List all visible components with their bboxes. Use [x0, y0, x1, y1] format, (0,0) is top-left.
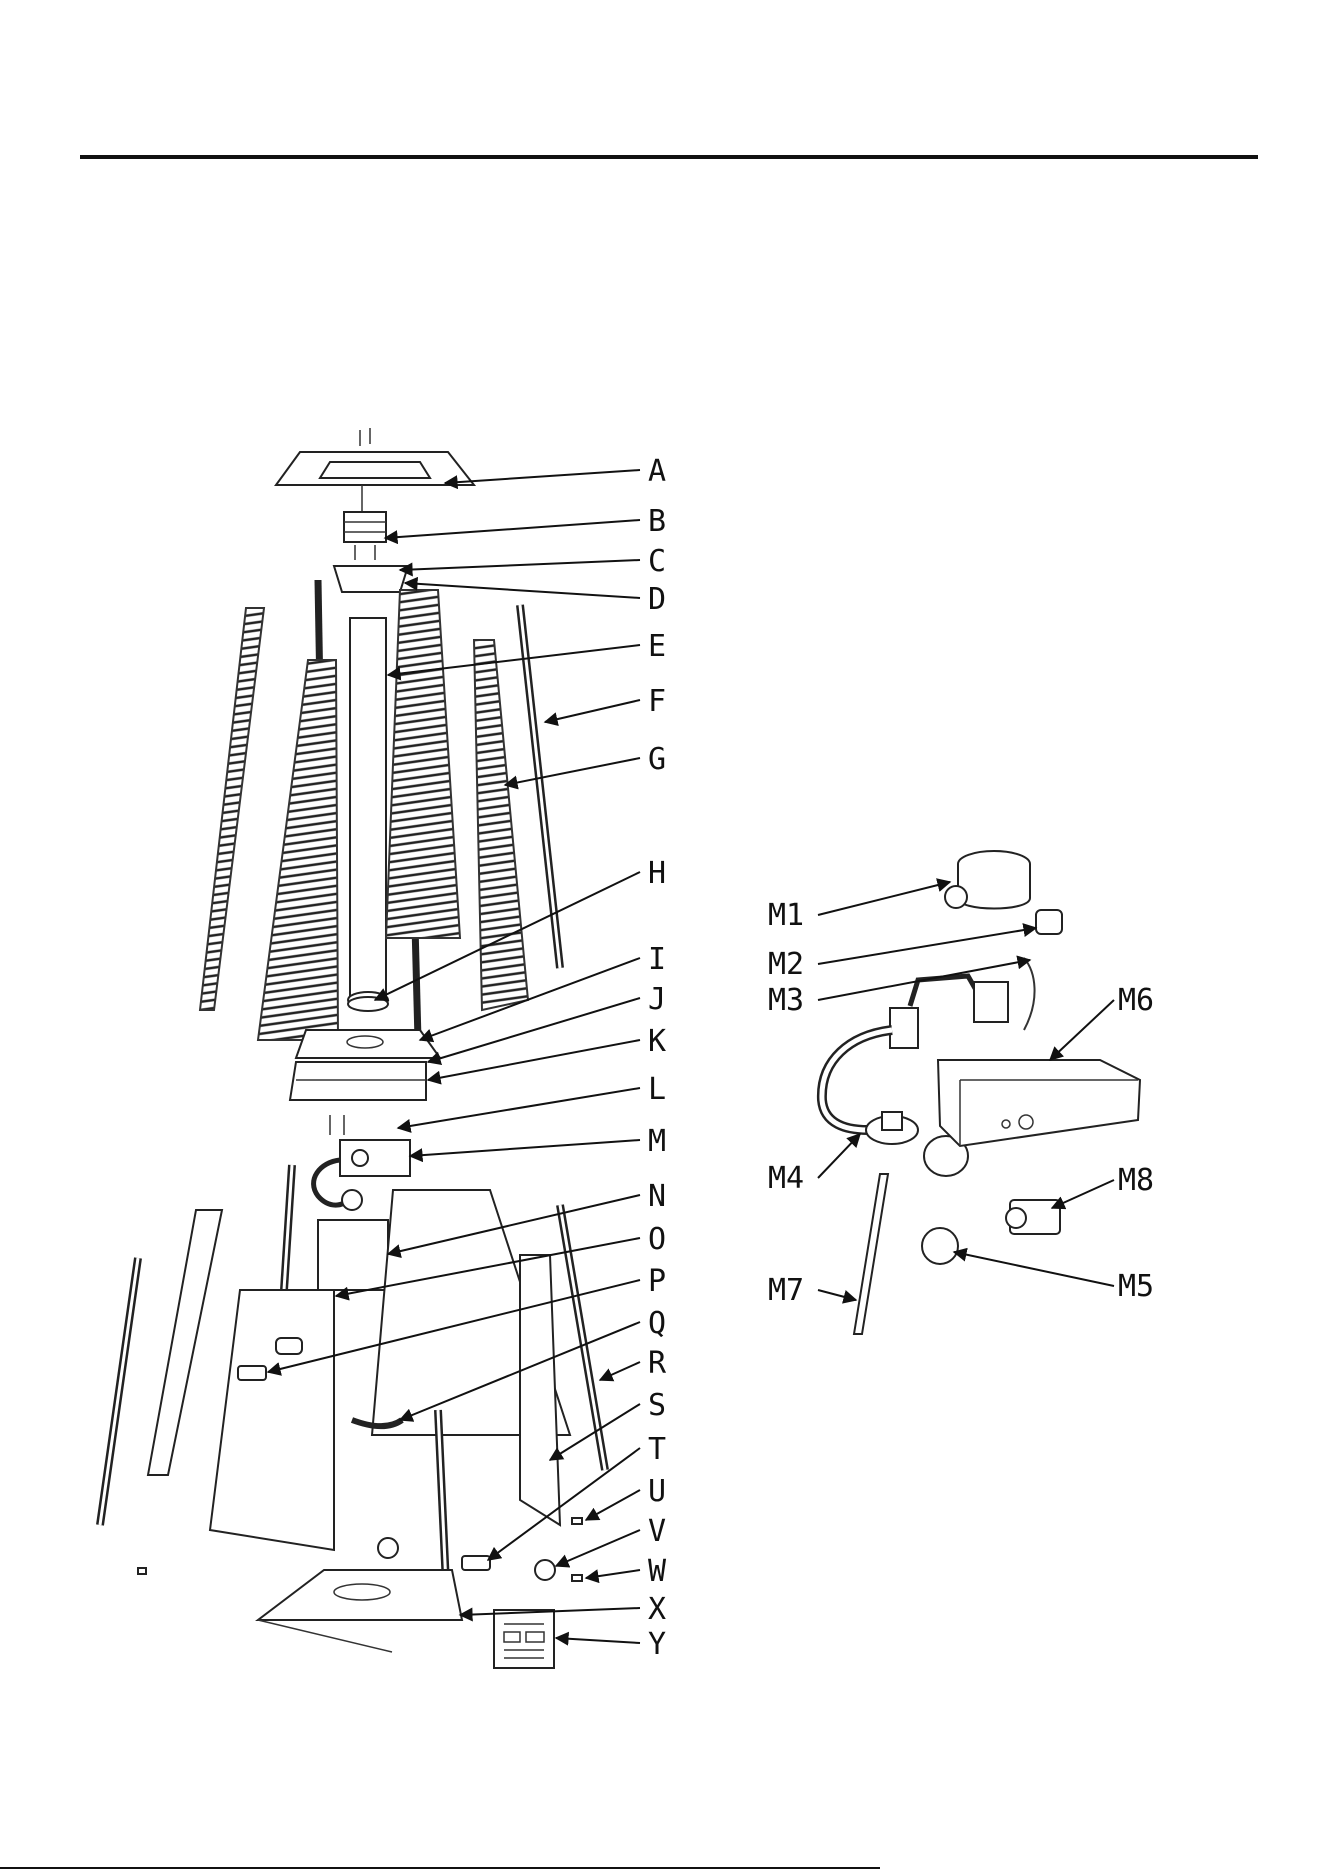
valve-subassembly-drawing	[822, 851, 1140, 1334]
label-m1: M1	[768, 898, 804, 933]
part-m7-rod	[854, 1174, 888, 1334]
label-c: C	[648, 544, 666, 579]
part-g-grill-front-left	[258, 660, 338, 1040]
label-f: F	[648, 684, 666, 719]
label-d: D	[648, 582, 666, 617]
label-a: A	[648, 454, 666, 489]
main-assembly-drawing	[100, 428, 605, 1668]
label-t: T	[648, 1432, 666, 1467]
label-v: V	[648, 1514, 666, 1549]
label-m6: M6	[1118, 983, 1154, 1018]
label-n: N	[648, 1179, 666, 1214]
part-lower-left-panel	[148, 1210, 222, 1475]
part-m-valve-assembly	[340, 1140, 410, 1176]
label-x: X	[648, 1592, 666, 1627]
label-p: P	[648, 1264, 666, 1299]
part-m6-box	[938, 1060, 1140, 1146]
label-w: W	[648, 1554, 667, 1589]
part-i-plate	[296, 1030, 440, 1058]
main-labels: A B C D E F G H I J K L M N O P Q R S T …	[648, 454, 667, 1662]
label-y: Y	[648, 1627, 666, 1662]
part-x-base	[258, 1570, 462, 1620]
label-m4: M4	[768, 1161, 804, 1196]
label-g: G	[648, 742, 666, 777]
label-s: S	[648, 1388, 666, 1423]
label-m5: M5	[1118, 1269, 1154, 1304]
part-y-manual	[494, 1610, 554, 1668]
label-k: K	[648, 1024, 666, 1059]
label-b: B	[648, 504, 666, 539]
part-n-shield	[318, 1220, 388, 1290]
label-h: H	[648, 856, 666, 891]
label-m: M	[648, 1124, 666, 1159]
label-i: I	[648, 942, 666, 977]
part-g-grill-right	[474, 640, 528, 1010]
label-m3: M3	[768, 983, 804, 1018]
label-m7: M7	[768, 1273, 804, 1308]
label-l: L	[648, 1072, 666, 1107]
part-j-frame	[290, 1062, 426, 1100]
label-j: J	[648, 982, 666, 1017]
label-e: E	[648, 629, 666, 664]
label-q: Q	[648, 1306, 666, 1341]
part-g-grill-left-outer	[200, 608, 264, 1010]
part-c-top-plate	[334, 566, 408, 592]
label-r: R	[648, 1346, 667, 1381]
label-m2: M2	[768, 947, 804, 982]
label-u: U	[648, 1474, 666, 1509]
part-g-grill-back	[386, 590, 460, 938]
part-e-glass-tube	[350, 618, 386, 1006]
part-b-burner	[344, 512, 386, 542]
part-o-front-door	[210, 1290, 334, 1550]
label-m8: M8	[1118, 1163, 1154, 1198]
label-o: O	[648, 1222, 666, 1257]
